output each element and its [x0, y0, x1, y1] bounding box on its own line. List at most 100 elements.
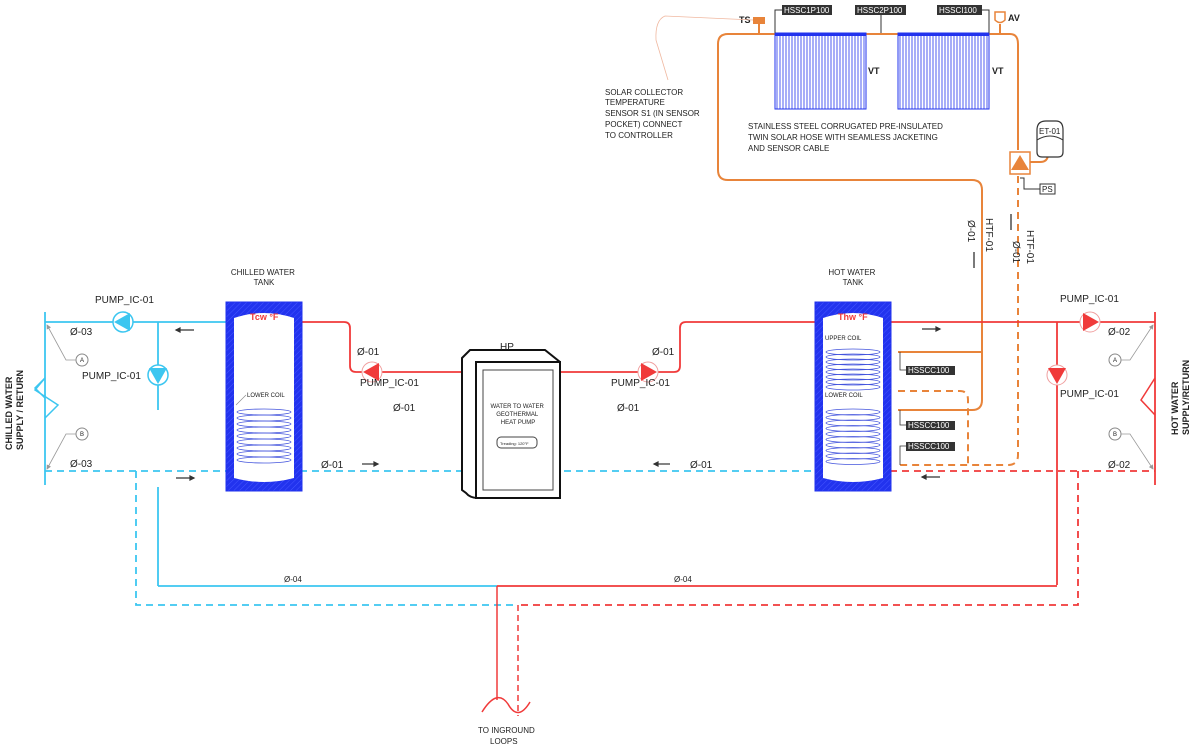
pipe-size: Ø-01	[393, 403, 416, 414]
hot-water-tank[interactable]: Thw °F UPPER COIL LOWER COIL	[814, 301, 892, 492]
pipe-size: Ø-01	[357, 347, 380, 358]
coil-turn	[825, 447, 881, 454]
coil-turn	[825, 436, 881, 443]
svg-text:HSSC1P100: HSSC1P100	[784, 6, 830, 15]
ground-return-pipe-left[interactable]	[135, 471, 518, 606]
pump-hot-supply[interactable]	[1079, 311, 1101, 333]
heat-pump[interactable]: Treading: 120°F WATER TO WATER GEOTHERMA…	[461, 349, 561, 499]
tank-temp-label: Thw °F	[838, 312, 868, 322]
svg-text:SUPPLY/RETURN: SUPPLY/RETURN	[1181, 360, 1191, 435]
pump-hp-chilled[interactable]	[361, 361, 383, 383]
ground-return-pipe-right[interactable]	[518, 471, 1079, 606]
svg-text:HTF-01: HTF-01	[1024, 230, 1035, 264]
solar-lower-coil-supply[interactable]	[898, 352, 983, 411]
svg-text:HSSCC100: HSSCC100	[908, 421, 950, 430]
pump-hp-hot[interactable]	[637, 361, 659, 383]
sensor-note: SOLAR COLLECTOR TEMPERATURE SENSOR S1 (I…	[605, 88, 702, 140]
collector-type-2: VT	[992, 66, 1004, 76]
coil-turn	[236, 456, 292, 464]
pipe-size: Ø-01	[690, 460, 713, 471]
marker-b-right: B	[1108, 427, 1154, 470]
svg-text:HOT WATER: HOT WATER	[1170, 381, 1180, 435]
svg-text:Ø-01: Ø-01	[965, 220, 976, 243]
flow-arrows	[174, 326, 942, 481]
pump-label: PUMP_IC-01	[82, 371, 141, 382]
coil-turn	[825, 441, 881, 449]
hp-label: WATER TO WATER GEOTHERMAL HEAT PUMP	[490, 404, 545, 426]
coil-turn	[825, 378, 881, 386]
coil-turn	[825, 419, 881, 427]
hot-tank-title: HOT WATER TANK	[828, 268, 877, 287]
svg-text:PS: PS	[1042, 185, 1053, 194]
pipe-size: Ø-02	[1108, 460, 1131, 471]
coil-label: LOWER COIL	[247, 393, 285, 399]
upper-coil	[825, 348, 881, 391]
temperature-sensor[interactable]: TS	[739, 15, 765, 34]
pipe-size: Ø-04	[674, 575, 692, 584]
collector-tag-3: HSSCI100	[937, 5, 990, 33]
coil-tag-1: HSSCC100	[899, 352, 955, 375]
coil-tag-3: HSSCC100	[899, 442, 955, 465]
solar-collector-2[interactable]	[897, 32, 990, 110]
hose-note: STAINLESS STEEL CORRUGATED PRE-INSULATED…	[748, 122, 945, 153]
coil-turn	[825, 408, 881, 416]
pipe-size: Ø-03	[70, 459, 93, 470]
ground-loop-label: TO INGROUND LOOPS	[478, 726, 537, 746]
coil-turn	[825, 430, 881, 438]
svg-text:HSSCC100: HSSCC100	[908, 366, 950, 375]
svg-text:B: B	[1113, 432, 1117, 438]
coil-turn	[825, 373, 881, 381]
pipe-size: Ø-04	[284, 575, 302, 584]
svg-text:SUPPLY / RETURN: SUPPLY / RETURN	[15, 370, 25, 450]
hp-hot-loop[interactable]	[555, 321, 820, 373]
solar-pump[interactable]	[1009, 151, 1031, 175]
svg-text:Ø-01: Ø-01	[1010, 241, 1021, 264]
pump-chilled-bypass[interactable]	[147, 364, 169, 386]
coil-turn	[825, 414, 881, 421]
tank-temp-label: Tcw °F	[250, 312, 279, 322]
expansion-tank[interactable]: ET-01	[1036, 120, 1064, 158]
pipe-size: Ø-01	[652, 347, 675, 358]
svg-text:CHILLED WATER: CHILLED WATER	[4, 376, 14, 450]
collector-type-1: VT	[868, 66, 880, 76]
coil-tag-2: HSSCC100	[899, 410, 955, 430]
pipe-size: Ø-01	[321, 460, 344, 471]
coil-turn	[825, 363, 881, 371]
break-line-icon	[481, 696, 531, 714]
hp-display[interactable]	[496, 436, 538, 449]
marker-b-left: B	[46, 427, 89, 470]
coil-turn	[825, 368, 881, 376]
hp-chilled-loop[interactable]	[300, 321, 470, 373]
svg-text:HSSCC100: HSSCC100	[908, 442, 950, 451]
collector-header	[898, 33, 989, 36]
chilled-water-tank[interactable]: Tcw °F LOWER COIL	[225, 301, 303, 492]
solar-supply-fluid: HTF-01	[983, 218, 994, 252]
svg-text:AV: AV	[1008, 13, 1020, 23]
marker-a-right: A	[1108, 324, 1154, 367]
pump-hot-bypass[interactable]	[1046, 364, 1068, 386]
svg-text:A: A	[1113, 358, 1117, 364]
coil-turn	[825, 348, 881, 356]
solar-return-pipe[interactable]	[898, 176, 1019, 466]
solar-collector-1[interactable]	[774, 32, 867, 110]
lower-coil	[825, 408, 881, 465]
solar-upper-coil-return[interactable]	[898, 390, 969, 465]
coil-turn	[825, 425, 881, 432]
chilled-boundary-label: CHILLED WATER SUPPLY / RETURN	[4, 370, 25, 450]
svg-text:ET-01: ET-01	[1039, 127, 1061, 136]
pump-label: PUMP_IC-01	[360, 378, 419, 389]
svg-text:HTF-01: HTF-01	[983, 218, 994, 252]
solar-return-label: Ø-01	[1010, 241, 1021, 264]
pipe-size: Ø-02	[1108, 327, 1131, 338]
air-vent[interactable]: AV	[994, 11, 1020, 34]
hp-display-text: Treading: 120°F	[500, 441, 529, 446]
coil-turn	[825, 353, 881, 361]
svg-text:HSSCI100: HSSCI100	[939, 6, 977, 15]
hp-tag: HP	[500, 342, 514, 353]
pump-station-tag: PS	[1020, 177, 1056, 195]
solar-supply-pipe[interactable]	[717, 33, 983, 353]
pump-chilled-supply[interactable]	[112, 311, 134, 333]
pump-label: PUMP_IC-01	[1060, 294, 1119, 305]
pump-label: PUMP_IC-01	[1060, 389, 1119, 400]
solar-top-pipe[interactable]	[760, 33, 1019, 150]
